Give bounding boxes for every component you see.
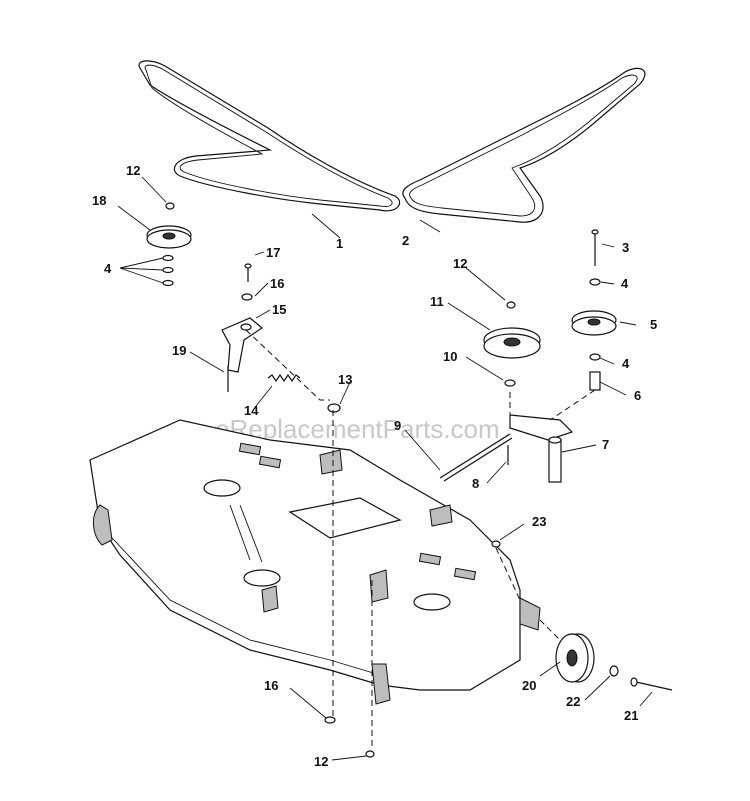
nut-12-center [506,301,516,309]
belt-2 [402,67,646,233]
belt-1 [138,60,401,239]
nut-12-top-left [165,202,175,210]
gauge-wheel-20 [555,633,595,683]
callout-4-right-bottom: 4 [622,356,630,371]
washer-4-right-bottom [589,353,601,361]
callout-12-center: 12 [453,256,467,271]
washer-16-bottom [324,716,336,724]
callout-16-top: 16 [270,276,284,291]
nut-23 [491,540,501,548]
callout-labels: 1 2 3 4 4 4 5 6 7 8 9 10 11 12 12 12 13 … [92,163,657,769]
nut-13 [327,403,341,413]
callout-23: 23 [532,514,546,529]
callout-18: 18 [92,193,106,208]
callout-17: 17 [266,245,280,260]
idler-arm-7 [509,414,574,483]
callout-4-left: 4 [104,261,112,276]
nut-12-bottom [365,750,375,758]
spacer-10 [504,379,516,387]
callout-15: 15 [272,302,286,317]
washer-22 [609,665,619,677]
callout-9: 9 [394,418,401,433]
callout-3: 3 [622,240,629,255]
callout-21: 21 [624,708,638,723]
bolt-17 [244,263,252,282]
callout-11: 11 [430,294,444,309]
callout-4-right-top: 4 [621,276,629,291]
spacer-6 [589,371,601,391]
callout-12-bottom: 12 [314,754,328,769]
washer-16-top [241,293,253,301]
assembly-lines [245,329,596,750]
callout-20: 20 [522,678,536,693]
idler-bracket-15 [221,317,264,373]
pulley-11 [483,327,541,359]
idler-pulley-18 [146,225,192,249]
washer-4-right-top [589,278,601,286]
callout-14: 14 [244,403,259,418]
leader-lines [117,176,653,761]
callout-19: 19 [172,343,186,358]
spring-14 [267,373,301,383]
callout-22: 22 [566,694,580,709]
callout-1: 1 [336,236,343,251]
pivot-rod-9 [439,433,513,482]
callout-5: 5 [650,317,657,332]
callout-16-bottom: 16 [264,678,278,693]
callout-2: 2 [402,233,409,248]
pulley-5 [571,310,617,336]
callout-7: 7 [602,437,609,452]
callout-13: 13 [338,372,352,387]
bolt-3 [591,229,599,266]
callout-8: 8 [472,476,479,491]
washers-4 [162,254,174,287]
callout-6: 6 [634,388,641,403]
callout-12-top-left: 12 [126,163,140,178]
bolt-21 [630,677,673,691]
mower-deck [89,419,541,705]
callout-10: 10 [443,349,457,364]
